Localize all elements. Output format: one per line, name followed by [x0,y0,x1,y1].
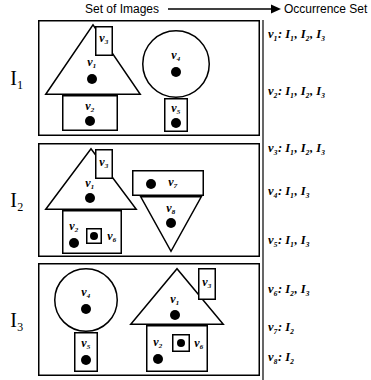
feature-dot [146,179,156,189]
tree-trunk-outline [75,333,98,372]
image-panel-outline [39,264,260,376]
occurrence-entry: v₆: I₂, I₃ [268,283,310,296]
vertex-label: v₂ [69,220,79,232]
image-panel-outline [39,144,260,257]
house-window: v₆ [86,228,102,244]
vertex-label: v₅ [171,102,181,114]
sign-board: v₇ [132,170,204,196]
house-body: v₂ [62,95,118,131]
feature-dot [87,74,97,84]
feature-dot [81,355,91,365]
house-body-outline [63,211,122,254]
tree-crown-outline [55,269,118,332]
vertex-label: v₇ [168,176,178,188]
roof-triangle-outline [131,269,224,325]
cone-triangle: v₈ [140,196,202,252]
feature-dot [69,238,79,248]
occurrence-entry: v₂: I₁, I₂, I₃ [268,85,325,98]
feature-dot [85,193,95,203]
image-panel-outline [39,21,260,136]
feature-dot [90,232,98,240]
house-window: v₆ [172,334,190,352]
occurrence-entry: v₃: I₁, I₂, I₃ [268,142,325,155]
tree-crown-shape [142,30,210,98]
column-heading: Set of Images [85,3,159,15]
chimney-rect: v₃ [95,26,113,56]
feature-dot [170,310,180,320]
house-body: v₂ v₆ [62,210,122,254]
house-window-shape [172,334,190,352]
vertex-label: v₅ [81,337,91,349]
vertex-label: v₆ [194,337,204,349]
feature-dot [171,67,181,77]
house-body-outline [63,96,118,131]
roof-triangle-outline [46,149,137,210]
feature-dot [171,118,181,128]
occurrence-entry: v₁: I₁, I₂, I₃ [268,28,325,41]
tree-trunk: v₅ [164,98,188,132]
tree-crown: v₄ [142,30,210,98]
occurrence-entry: v₅: I₁, I₃ [268,234,310,247]
sign-board-shape [132,170,204,196]
cone-triangle-outline [141,197,202,252]
vertex-label: v₁ [87,56,97,68]
image-panel: I₁v₁v₃v₂v₄v₅ [38,20,260,136]
tree-trunk-outline [165,99,188,132]
feature-dot [166,218,176,228]
tree-crown-shape [54,268,118,332]
tree-crown: v₄ [54,268,118,332]
divider-line [262,20,263,380]
feature-dot [81,304,91,314]
tree-crown-outline [143,31,210,98]
column-heading: Occurrence Set [284,3,367,15]
vertex-label: v₃ [99,32,109,44]
heading-arrow [168,8,274,10]
chimney-rect-outline [199,269,216,300]
feature-dot [177,339,185,347]
vertex-label: v₁ [170,293,180,305]
vertex-label: v₂ [85,100,95,112]
image-label: I₃ [10,310,24,330]
roof-triangle: v₁ [45,24,141,95]
vertex-label: v₁ [85,177,95,189]
vertex-label: v₄ [81,286,91,298]
vertex-label: v₃ [99,156,109,168]
vertex-label: v₂ [153,336,163,348]
chimney-rect: v₃ [95,149,113,179]
feature-dot [85,116,95,126]
house-window-outline [87,229,102,244]
house-body-outline [147,326,208,372]
chimney-rect-outline [96,27,113,56]
arrow-head [271,5,281,14]
chimney-rect: v₃ [198,268,216,300]
vertex-label: v₃ [202,276,212,288]
house-body: v₂ v₆ [146,325,208,372]
occurrence-entry: v₈: I₂ [268,351,294,364]
image-panel: I₃v₄v₅v₁v₃v₂v₆ [38,263,260,376]
roof-triangle-outline [46,25,141,95]
occurrence-entry: v₇: I₂ [268,321,294,334]
roof-triangle: v₁ [45,148,137,210]
house-window-outline [173,335,190,352]
tree-trunk: v₅ [74,332,98,372]
vertex-label: v₈ [166,202,176,214]
chimney-rect-outline [96,150,113,179]
image-label: I₂ [10,190,24,210]
house-window-shape [86,228,102,244]
image-label: I₁ [10,68,24,88]
vertex-label: v₆ [107,230,117,242]
sign-board-outline [133,171,204,196]
image-panel: I₂v₁v₃v₂v₆v₇v₈ [38,143,260,257]
feature-dot [153,354,163,364]
vertex-label: v₄ [171,49,181,61]
occurrence-entry: v₄: I₁, I₃ [268,185,310,198]
